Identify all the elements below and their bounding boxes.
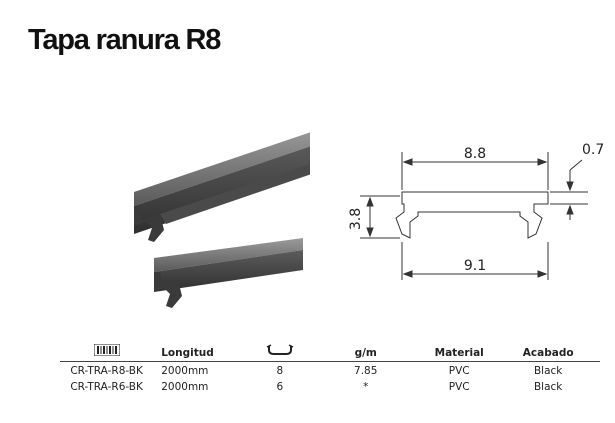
cell-length: 2000mm: [161, 380, 209, 393]
cell-code: CR-TRA-R8-BK: [70, 364, 143, 377]
dim-width-bottom: 9.1: [464, 258, 486, 274]
product-photo: [134, 132, 310, 308]
cell-material: PVC: [448, 364, 470, 377]
cell-size: 6: [276, 380, 284, 393]
profile-long: [134, 132, 310, 242]
table-header-row: Longitud g/m Material Acabado: [60, 340, 600, 362]
cell-finish: Black: [533, 364, 563, 377]
table-row: CR-TRA-R6-BK 2000mm 6 * PVC Black: [60, 378, 600, 394]
header-length: Longitud: [153, 340, 251, 362]
profile-clip-icon: [266, 344, 294, 359]
header-material: Material: [422, 340, 497, 362]
profile-outline: [395, 191, 549, 239]
cell-weight: *: [363, 380, 369, 393]
table-row: CR-TRA-R8-BK 2000mm 8 7.85 PVC Black: [60, 362, 600, 379]
cell-weight: 7.85: [354, 364, 378, 377]
page-title: Tapa ranura R8: [28, 24, 221, 56]
header-weight: g/m: [309, 340, 423, 362]
cell-code: CR-TRA-R6-BK: [70, 380, 143, 393]
cell-size: 8: [276, 364, 284, 377]
dim-thickness: 0.7: [582, 142, 604, 158]
header-code: [60, 340, 154, 362]
cell-finish: Black: [533, 380, 563, 393]
header-profile: [250, 340, 310, 362]
specs-table: Longitud g/m Material Acabado CR-TRA-R8-…: [60, 340, 600, 394]
barcode-icon: [93, 343, 121, 359]
header-finish: Acabado: [496, 340, 600, 362]
profile-short: [154, 238, 303, 308]
cell-material: PVC: [448, 380, 470, 393]
dim-width-top: 8.8: [464, 146, 486, 162]
cell-length: 2000mm: [161, 364, 209, 377]
dim-height: 3.8: [348, 208, 364, 230]
technical-drawing: 8.8 0.7 3.8 9.1: [348, 142, 604, 280]
